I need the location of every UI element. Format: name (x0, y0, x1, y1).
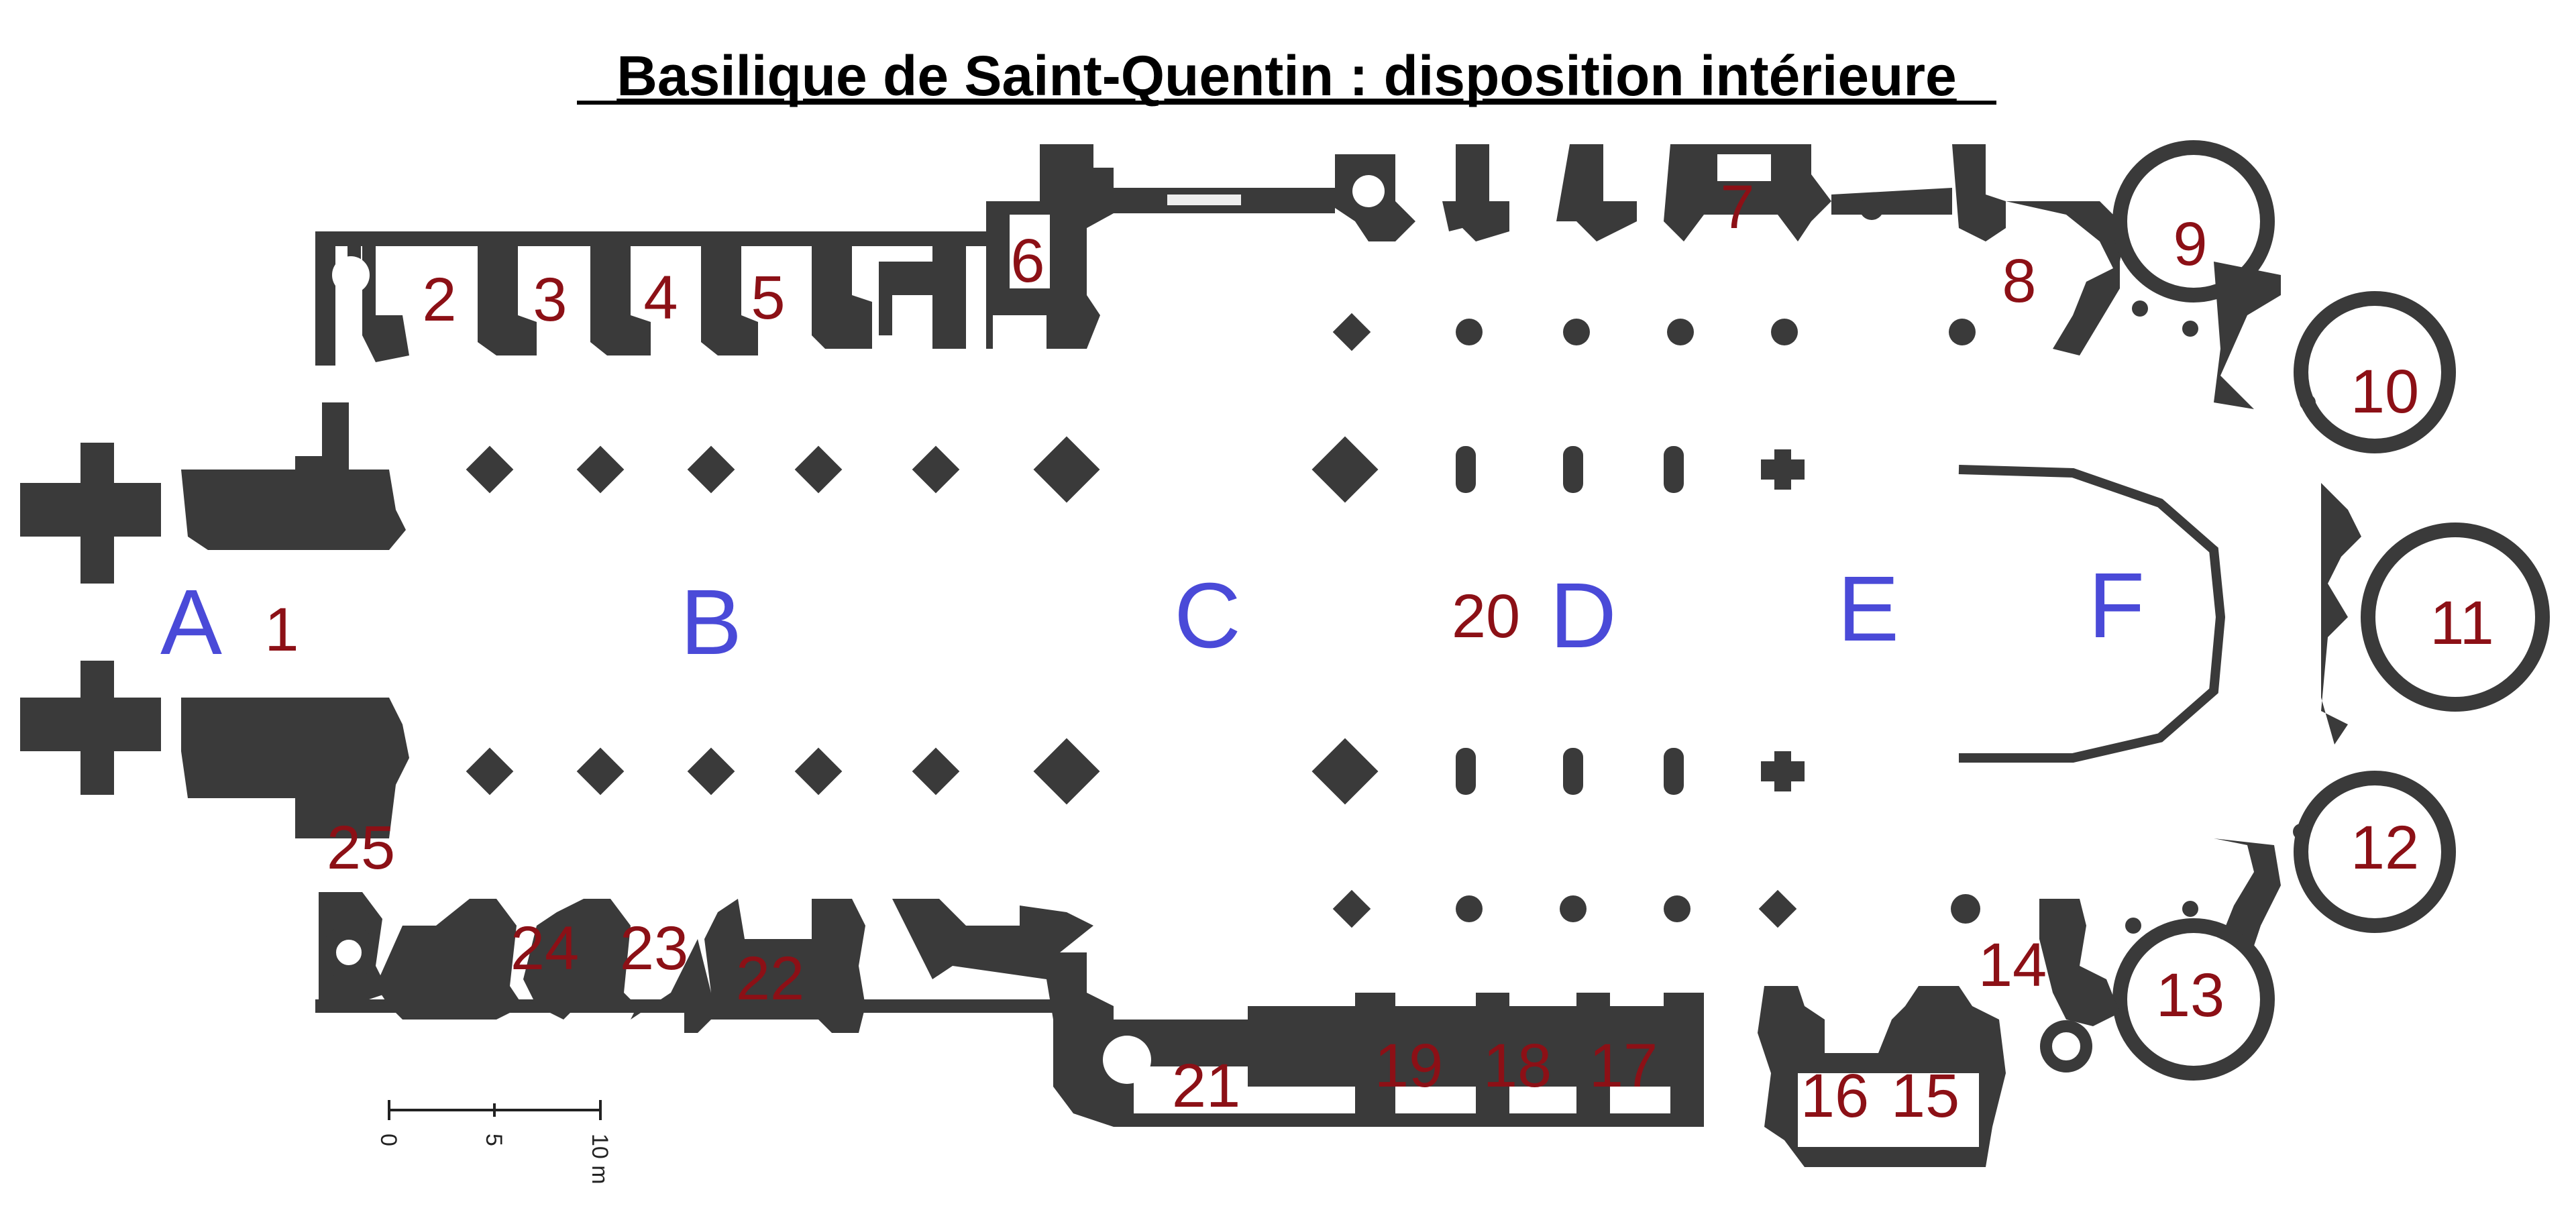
chapel-number: 18 (1483, 1032, 1552, 1100)
scale-label: 0 (376, 1134, 401, 1146)
chapel-number: 22 (736, 944, 804, 1013)
chapel-numbers: 1 2 3 4 5 6 7 8 9 10 11 12 13 14 15 16 1… (264, 173, 2493, 1130)
zone-labels: A B C D E F (160, 554, 2145, 674)
chapel-number: 12 (2351, 814, 2419, 882)
nave-piers (466, 300, 2316, 934)
chapel-number: 20 (1452, 582, 1520, 651)
chapel-number: 25 (327, 814, 395, 882)
zone-label: A (160, 571, 222, 674)
chapel-number: 9 (2173, 210, 2207, 278)
chapel-number: 2 (422, 266, 456, 334)
diagram-title: Basilique de Saint-Quentin : disposition… (616, 44, 1957, 107)
chapel-number: 14 (1978, 931, 2047, 999)
chapel-number: 23 (620, 914, 688, 983)
zone-label: C (1174, 564, 1241, 667)
chapel-number: 15 (1891, 1062, 1960, 1130)
chapel-number: 6 (1010, 227, 1044, 295)
zone-label: F (2088, 554, 2145, 657)
chapel-number: 5 (751, 264, 785, 332)
chapel-number: 10 (2351, 358, 2419, 426)
chapel-number: 3 (533, 266, 567, 334)
chapel-number: 16 (1801, 1062, 1869, 1130)
chapel-number: 7 (1720, 173, 1754, 241)
chapel-number: 17 (1589, 1032, 1658, 1100)
zone-label: B (680, 571, 742, 674)
chapel-number: 1 (264, 596, 299, 664)
scale-bar: 0 5 10 m (376, 1100, 612, 1185)
scale-label: 10 m (587, 1134, 612, 1185)
chapel-number: 4 (643, 264, 678, 332)
chapel-number: 21 (1172, 1052, 1240, 1120)
chapel-number: 19 (1375, 1032, 1443, 1100)
scale-label: 5 (481, 1134, 506, 1146)
chapel-number: 24 (511, 914, 579, 983)
chapel-number: 11 (2430, 589, 2494, 657)
zone-label: D (1550, 564, 1617, 667)
walls (20, 140, 2550, 1167)
chapel-number: 8 (2002, 247, 2036, 315)
chapel-number: 13 (2156, 961, 2224, 1030)
title-underline (577, 101, 1996, 105)
zone-label: E (1837, 557, 1899, 661)
